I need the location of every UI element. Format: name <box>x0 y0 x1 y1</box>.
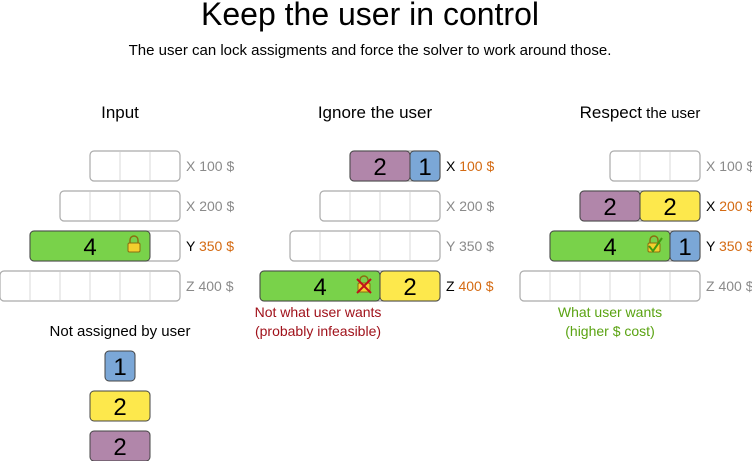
input-machine-x200: X 200 $ <box>59 190 234 222</box>
ignore-note-line2: (probably infeasible) <box>255 323 381 339</box>
respect-machine-x200: 2 2 X 200 $ <box>579 190 752 222</box>
unassigned-task-1: 1 <box>104 350 136 382</box>
task-4-block <box>29 230 151 262</box>
respect-machine-y: 4 1 Y 350 $ <box>549 230 752 262</box>
task-2-yellow-block <box>379 270 441 302</box>
svg-text:1: 1 <box>113 354 126 381</box>
ignore-machine-x: 2 1 X 100 $ <box>349 150 494 182</box>
input-machine-y: 4 Y 350 $ <box>29 230 234 262</box>
respect-heading-rest: the user <box>642 105 700 122</box>
respect-machine-z: Z 400 $ <box>519 270 752 302</box>
svg-text:1: 1 <box>678 234 691 261</box>
ignore-column: 2 1 X 100 $ X 200 $ Y 350 $ 4 2 <box>255 150 494 339</box>
svg-text:X 200 $: X 200 $ <box>446 198 494 214</box>
ignore-heading: Ignore the user <box>318 103 433 122</box>
lock-check-icon <box>647 235 663 253</box>
svg-text:2: 2 <box>403 274 416 301</box>
svg-text:2: 2 <box>113 394 126 421</box>
broken-lock-icon <box>356 275 372 294</box>
respect-heading: Respect the user <box>580 103 701 122</box>
input-machine-x: X 100 $ <box>89 150 234 182</box>
page-title: Keep the user in control <box>201 0 539 32</box>
svg-text:X 200 $: X 200 $ <box>706 198 752 214</box>
svg-text:Z 400 $: Z 400 $ <box>446 278 494 294</box>
ignore-machine-z: 4 2 Z 400 $ <box>259 270 494 302</box>
machine-label: X 100 $ <box>186 158 234 174</box>
svg-text:4: 4 <box>313 274 326 301</box>
task-4-number: 4 <box>83 234 96 261</box>
machine-label: X 200 $ <box>186 198 234 214</box>
ignore-note-line1: Not what user wants <box>255 304 382 320</box>
respect-heading-bold: Respect <box>580 103 643 122</box>
ignore-machine-y: Y 350 $ <box>289 230 494 262</box>
machine-label: X 100 $ <box>446 158 494 174</box>
unassigned-task-2-purple: 2 <box>89 430 151 461</box>
respect-column: X 100 $ 2 2 X 200 $ 4 1 Y 350 $ <box>519 150 752 339</box>
input-machine-z: Z 400 $ <box>0 270 234 302</box>
svg-text:Z 400 $: Z 400 $ <box>706 278 752 294</box>
task-1-block <box>669 230 701 262</box>
task-2-yellow-block <box>639 190 701 222</box>
ignore-machine-x200: X 200 $ <box>319 190 494 222</box>
machine-label: Y 350 $ <box>186 238 234 254</box>
machine-label: Z 400 $ <box>186 278 234 294</box>
task-1-block <box>409 150 441 182</box>
svg-text:Y 350 $: Y 350 $ <box>446 238 494 254</box>
svg-text:2: 2 <box>603 194 616 221</box>
unassigned-label: Not assigned by user <box>50 323 191 340</box>
svg-text:X 100 $: X 100 $ <box>706 158 752 174</box>
respect-machine-x: X 100 $ <box>609 150 752 182</box>
input-heading: Input <box>101 103 139 122</box>
respect-note-line1: What user wants <box>558 304 662 320</box>
svg-text:2: 2 <box>113 434 126 461</box>
lock-icon <box>127 235 141 253</box>
svg-text:Y 350 $: Y 350 $ <box>706 238 752 254</box>
unassigned-task-2-yellow: 2 <box>89 390 151 422</box>
respect-note-line2: (higher $ cost) <box>565 323 654 339</box>
svg-text:2: 2 <box>373 154 386 181</box>
machine-slot-box <box>89 150 181 182</box>
svg-text:1: 1 <box>418 154 431 181</box>
page-subtitle: The user can lock assigments and force t… <box>129 42 612 59</box>
svg-text:2: 2 <box>663 194 676 221</box>
input-column: X 100 $ X 200 $ 4 Y 350 $ Z 400 $ Not as… <box>0 150 234 461</box>
svg-text:4: 4 <box>603 234 616 261</box>
